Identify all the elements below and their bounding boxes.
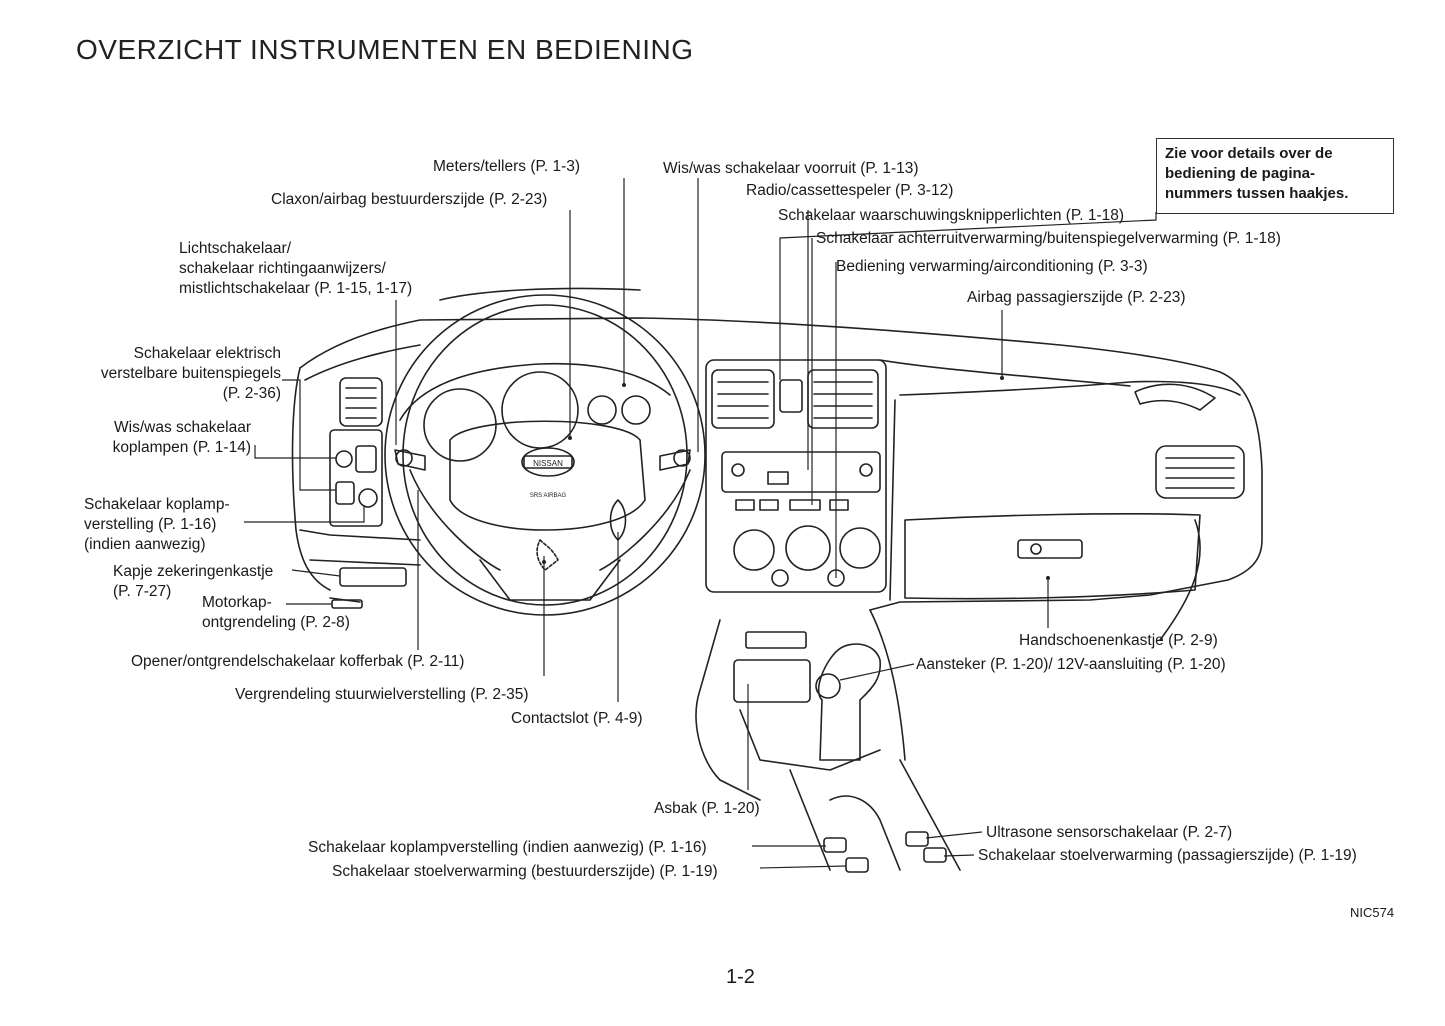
gear-selector <box>817 643 881 761</box>
label-spiegels-3: (P. 2-36) <box>222 385 281 402</box>
hazard-switch <box>779 379 803 413</box>
steering-badge-text: NISSAN <box>533 459 563 468</box>
note-line: nummers tussen haakjes. <box>1165 185 1349 202</box>
label-aansteker: Aansteker (P. 1-20)/ 12V-aansluiting (P.… <box>916 656 1226 673</box>
passenger-seat-heater-switch <box>923 847 947 863</box>
mode-dial <box>785 525 831 571</box>
label-radio: Radio/cassettespeler (P. 3-12) <box>746 182 954 199</box>
leader-stoel-passagier <box>943 854 975 857</box>
label-contactslot: Contactslot (P. 4-9) <box>511 710 643 727</box>
passenger-vent <box>1155 445 1245 499</box>
label-stuurwiel: Vergrendeling stuurwielverstelling (P. 2… <box>235 686 529 703</box>
label-motorkap-2: ontgrendeling (P. 2-8) <box>202 614 350 631</box>
note-line: Zie voor details over de <box>1165 145 1333 162</box>
light-switch-stalk <box>394 449 426 471</box>
driver-seat-heater-switch <box>845 857 869 873</box>
leader-waarschuwing <box>779 212 1157 380</box>
driver-vent <box>339 377 383 427</box>
label-kofferbak: Opener/ontgrendelschakelaar kofferbak (P… <box>131 653 465 670</box>
page-title: OVERZICHT INSTRUMENTEN EN BEDIENING <box>76 34 694 65</box>
leader-aansteker <box>839 663 915 681</box>
mirror-switch <box>335 481 355 505</box>
fan-dial <box>733 529 775 571</box>
label-achterruit: Schakelaar achterruitverwarming/buitensp… <box>816 230 1281 247</box>
label-spiegels-2: verstelbare buitenspiegels <box>100 365 281 382</box>
headlamp-leveling-knob <box>358 488 378 508</box>
label-motorkap-1: Motorkap- <box>202 594 272 611</box>
speedometer <box>423 388 497 462</box>
glovebox <box>904 513 1201 600</box>
page-number: 1-2 <box>726 966 755 988</box>
wiper-switch-stalk <box>659 449 691 471</box>
label-koplampen-2: koplampen (P. 1-14) <box>112 439 251 456</box>
nissan-badge <box>521 447 575 477</box>
label-airbag-passagier: Airbag passagierszijde (P. 2-23) <box>967 289 1186 306</box>
leader-spiegels <box>282 379 336 491</box>
steering-hub <box>449 420 646 531</box>
leader-ultrasone <box>925 831 983 839</box>
label-spiegels-1: Schakelaar elektrisch <box>133 345 281 362</box>
label-koplampverst-console: Schakelaar koplampverstelling (indien aa… <box>308 839 707 856</box>
label-licht-3: mistlichtschakelaar (P. 1-15, 1-17) <box>179 280 413 297</box>
reference-note-box: Zie voor details over de bediening de pa… <box>1156 138 1394 214</box>
glovebox-handle <box>1017 539 1083 559</box>
label-waarschuwing: Schakelaar waarschuwingsknipperlichten (… <box>778 207 1125 224</box>
center-stack <box>705 359 887 593</box>
leader-zekering <box>291 569 341 577</box>
label-wiswas-voorruit: Wis/was schakelaar voorruit (P. 1-13) <box>663 160 919 177</box>
label-koplampen-1: Wis/was schakelaar <box>114 419 251 436</box>
cigarette-lighter <box>815 673 841 699</box>
note-line: bediening de pagina- <box>1165 165 1316 182</box>
label-stoel-passagier: Schakelaar stoelverwarming (passagierszi… <box>978 847 1357 864</box>
dashboard-outline <box>299 317 1263 611</box>
label-koplampverst-1: Schakelaar koplamp- <box>84 496 230 513</box>
label-licht-1: Lichtschakelaar/ <box>179 240 292 257</box>
leader-koplampverst <box>244 505 365 523</box>
label-claxon: Claxon/airbag bestuurderszijde (P. 2-23) <box>271 191 548 208</box>
label-meters: Meters/tellers (P. 1-3) <box>433 158 581 175</box>
airbag-text: SRS AIRBAG <box>530 493 567 499</box>
console-leveling-switch <box>823 837 847 853</box>
ashtray <box>733 659 811 703</box>
leader-stoel-bestuurder <box>759 865 847 869</box>
label-koplampverst-2: verstelling (P. 1-16) <box>84 516 217 533</box>
ultrasonic-switch <box>905 831 929 847</box>
steering-wheel <box>384 294 706 616</box>
label-stoel-bestuurder: Schakelaar stoelverwarming (bestuurdersz… <box>332 863 718 880</box>
radio <box>721 451 881 493</box>
label-handschoenen: Handschoenenkastje (P. 2-9) <box>1019 632 1218 649</box>
label-asbak: Asbak (P. 1-20) <box>654 800 760 817</box>
leader-koplampen <box>254 445 336 459</box>
label-koplampverst-3: (indien aanwezig) <box>84 536 206 553</box>
label-ultrasone: Ultrasone sensorschakelaar (P. 2-7) <box>986 824 1233 841</box>
headlamp-washer-switch <box>355 445 377 473</box>
tachometer <box>501 371 579 449</box>
label-verwarming: Bediening verwarming/airconditioning (P.… <box>836 258 1148 275</box>
temp-dial <box>839 527 881 569</box>
label-licht-2: schakelaar richtingaanwijzers/ <box>179 260 386 277</box>
fuse-cover <box>339 567 407 587</box>
label-zekering-1: Kapje zekeringenkastje <box>113 563 274 580</box>
label-zekering-2: (P. 7-27) <box>113 583 172 600</box>
figure-code: NIC574 <box>1350 905 1395 920</box>
rear-defrost-switch <box>735 499 755 511</box>
